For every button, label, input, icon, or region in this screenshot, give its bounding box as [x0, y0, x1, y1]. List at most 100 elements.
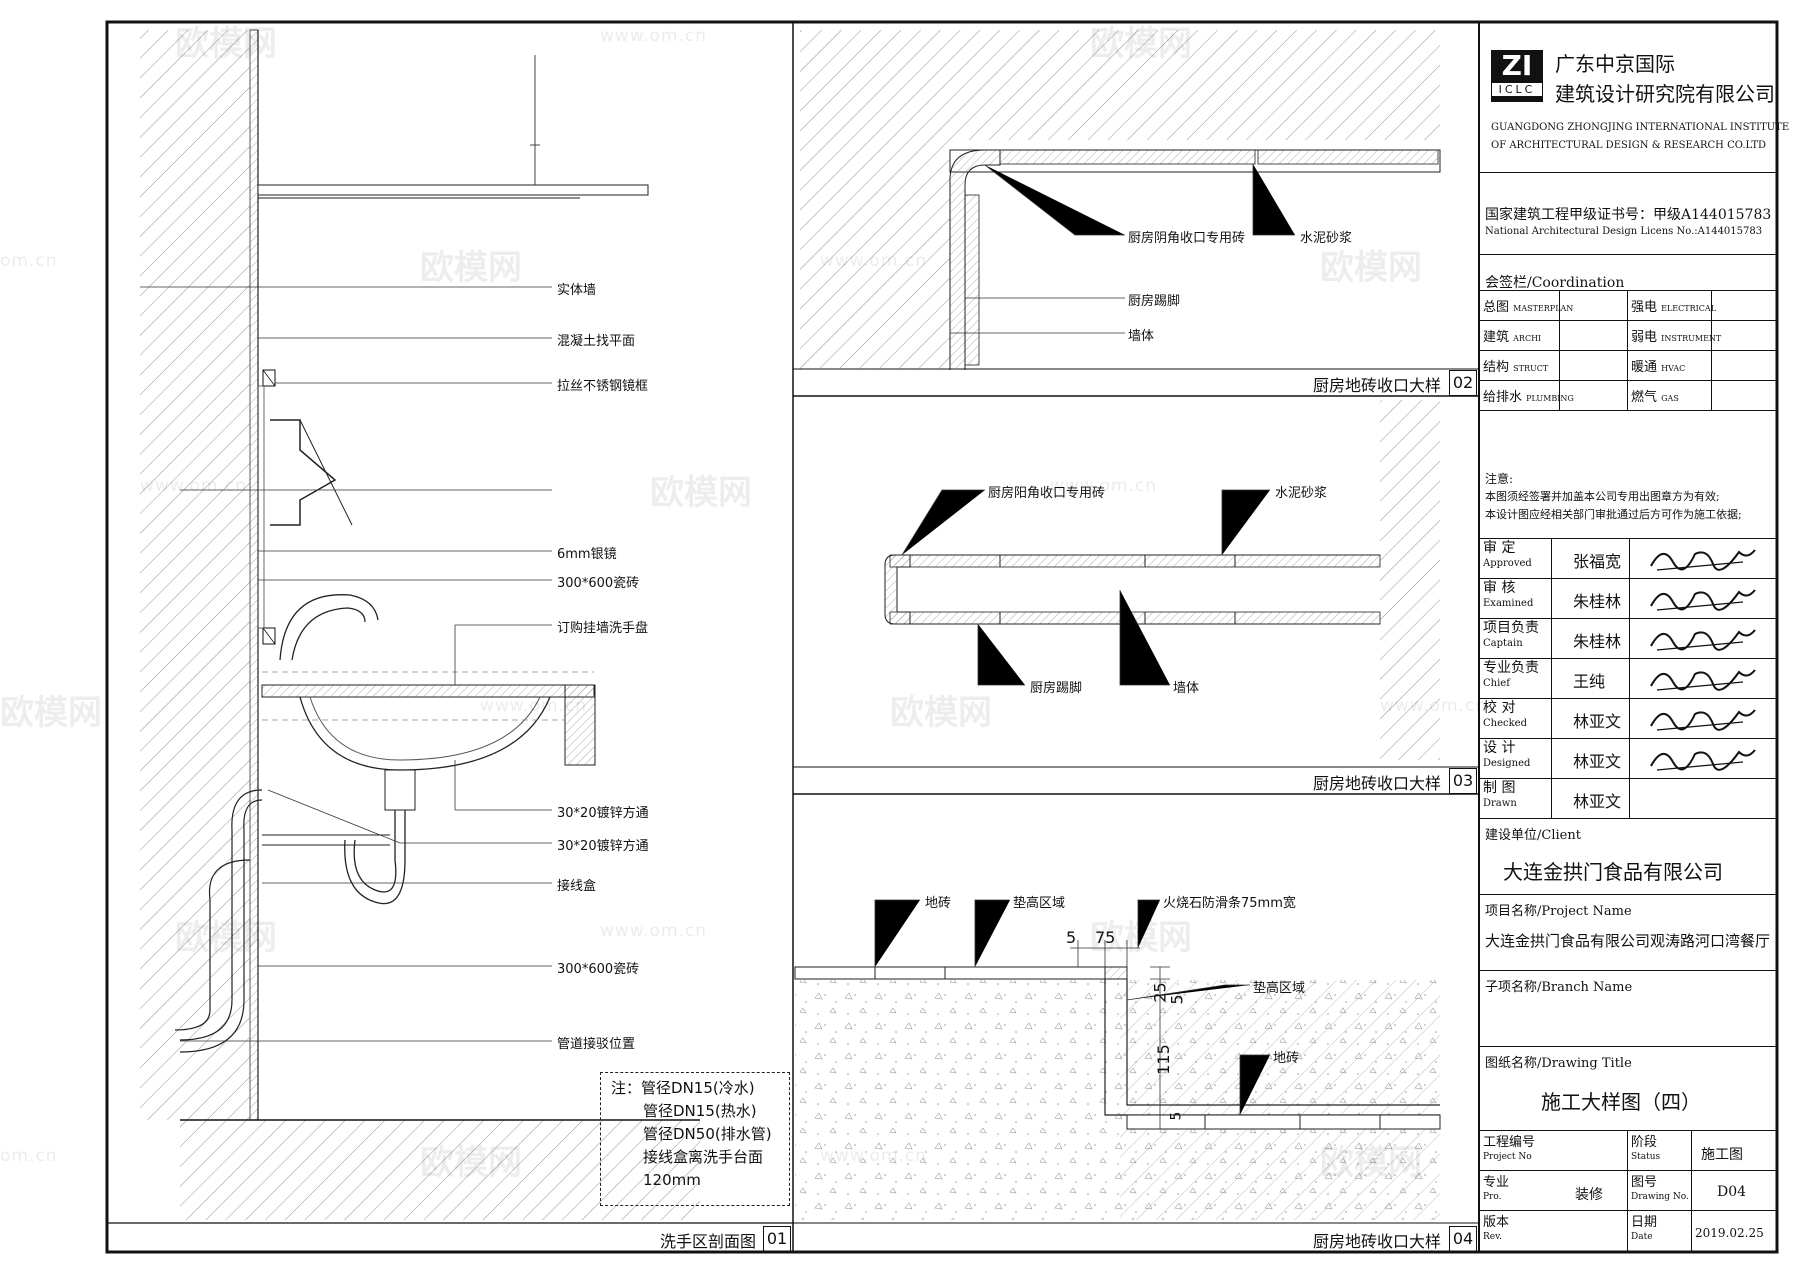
label-concrete-leveling: 混凝土找平面: [557, 334, 636, 349]
watermark-url: om.cn: [0, 251, 58, 271]
panel-number: 04: [1449, 1226, 1477, 1252]
signature-image: [1650, 749, 1756, 771]
note-line: 管径DN50(排水管): [643, 1125, 772, 1143]
pro-value: 装修: [1575, 1187, 1603, 1203]
notes-line: 本图须经签署并加盖本公司专用出图章方为有效;: [1485, 490, 1720, 503]
signoff-name: 王纯: [1573, 672, 1606, 691]
watermark-url: www.om.cn: [820, 251, 928, 271]
license: 国家建筑工程甲级证书号：甲级A144015783 National Archit…: [1479, 172, 1777, 255]
watermark-url: om.cn: [0, 1146, 58, 1166]
watermark-brand: 欧模网: [650, 473, 752, 513]
dimension-text: 5: [1066, 928, 1077, 947]
watermark-url: www.om.cn: [820, 1146, 928, 1166]
notes: 注意: 本图须经签署并加盖本公司专用出图章方为有效; 本设计图应经相关部门审批通…: [1479, 410, 1777, 539]
note-line: 管径DN15(冷水): [641, 1079, 755, 1097]
drawing-title: 施工大样图（四）: [1541, 1090, 1701, 1114]
label-raised-area: 垫高区域: [1013, 896, 1066, 911]
company-name-cn: 广东中京国际: [1555, 52, 1675, 76]
label-wall: 墙体: [1173, 681, 1200, 696]
watermark-url: www.om.cn: [600, 921, 708, 941]
coordination-label: 会签栏/Coordination: [1485, 275, 1625, 291]
pipe-note: 注：管径DN15(冷水) 管径DN15(热水) 管径DN50(排水管) 接线盒离…: [600, 1072, 790, 1206]
watermark-brand: 欧模网: [1090, 24, 1192, 64]
company-header: ZI ICLC 广东中京国际 建筑设计研究院有限公司 GUANGDONG ZHO…: [1479, 22, 1789, 173]
note-line: 接线盒离洗手台面: [643, 1148, 764, 1166]
watermark-url: www.om.cn: [1380, 696, 1488, 716]
dimension-text: 5: [1168, 1111, 1185, 1121]
dimension-text: 75: [1095, 928, 1116, 947]
label-wall: 墙体: [1128, 329, 1155, 344]
watermark-brand: 欧模网: [1320, 248, 1422, 288]
status-value: 施工图: [1701, 1147, 1743, 1163]
signoff-name: 林亚文: [1573, 752, 1622, 771]
project-row: 项目名称/Project Name 大连金拱门食品有限公司观涛路河口湾餐厅: [1479, 894, 1777, 971]
coordination-header: 会签栏/Coordination: [1479, 254, 1777, 291]
label-steel-tube-1: 30*20镀锌方通: [557, 806, 649, 821]
watermark-url: www.om.cn: [600, 26, 708, 46]
watermark-brand: 欧模网: [420, 248, 522, 288]
branch-row: 子项名称/Branch Name: [1479, 970, 1777, 1047]
label-tile-upper: 300*600瓷砖: [557, 576, 640, 591]
signature-image: [1650, 629, 1756, 651]
signoff-name: 张福宽: [1573, 552, 1622, 571]
label-inner-corner-tile: 厨房阴角收口专用砖: [1128, 231, 1246, 246]
watermark-brand: 欧模网: [175, 24, 277, 64]
label-junction-box: 接线盒: [557, 879, 597, 894]
client-label: 建设单位/Client: [1485, 828, 1581, 843]
signoff-name: 林亚文: [1573, 712, 1622, 731]
coord-item: 结构 STRUCT: [1483, 360, 1549, 375]
drawing-title-label: 图纸名称/Drawing Title: [1485, 1056, 1632, 1071]
label-outer-corner-tile: 厨房阳角收口专用砖: [988, 486, 1106, 501]
note-line: 管径DN15(热水): [643, 1102, 757, 1120]
label-mortar: 水泥砂浆: [1300, 231, 1353, 246]
client-name: 大连金拱门食品有限公司: [1503, 860, 1723, 884]
panel-number: 03: [1449, 768, 1477, 794]
label-antislip-strip: 火烧石防滑条75mm宽: [1163, 896, 1296, 911]
watermark-brand: 欧模网: [1320, 1143, 1422, 1183]
license-cn: 国家建筑工程甲级证书号：甲级A144015783: [1485, 207, 1772, 223]
panel-caption: 厨房地砖收口大样: [1313, 1232, 1442, 1251]
company-name-en: OF ARCHITECTURAL DESIGN & RESEARCH CO.LT…: [1491, 140, 1767, 151]
label-mortar: 水泥砂浆: [1275, 486, 1328, 501]
label-solid-wall: 实体墙: [557, 283, 597, 298]
label-mirror: 6mm银镜: [557, 547, 617, 562]
watermark-brand: 欧模网: [420, 1143, 522, 1183]
dimension-text: 115: [1153, 1044, 1173, 1075]
coord-item: 总图 MASTERPLAN: [1483, 300, 1574, 315]
signoff-name: 朱桂林: [1573, 632, 1622, 651]
watermark-url: www.om.cn: [140, 476, 248, 496]
panel-caption: 洗手区剖面图: [660, 1232, 757, 1251]
label-basin: 订购挂墙洗手盘: [557, 621, 649, 636]
client-row: 建设单位/Client 大连金拱门食品有限公司: [1479, 818, 1777, 895]
label-floor-tile: 地砖: [1273, 1051, 1300, 1066]
label-tile-lower: 300*600瓷砖: [557, 962, 640, 977]
signoff-name: 朱桂林: [1573, 592, 1622, 611]
watermark-url: www.om.cn: [480, 696, 588, 716]
label-pipe-connection: 管道接驳位置: [557, 1037, 636, 1052]
signature-image: [1650, 709, 1756, 731]
notes-line: 本设计图应经相关部门审批通过后方可作为施工依据;: [1485, 508, 1742, 521]
label-floor-tile: 地砖: [925, 896, 952, 911]
label-skirting: 厨房踢脚: [1030, 681, 1083, 696]
label-skirting: 厨房踢脚: [1128, 294, 1181, 309]
company-name-en: GUANGDONG ZHONGJING INTERNATIONAL INSTIT…: [1491, 122, 1790, 133]
date-value: 2019.02.25: [1695, 1226, 1764, 1240]
coord-item: 暖通 HVAC: [1631, 360, 1686, 375]
watermark-brand: 欧模网: [0, 693, 102, 733]
note-title: 注：: [611, 1079, 642, 1097]
